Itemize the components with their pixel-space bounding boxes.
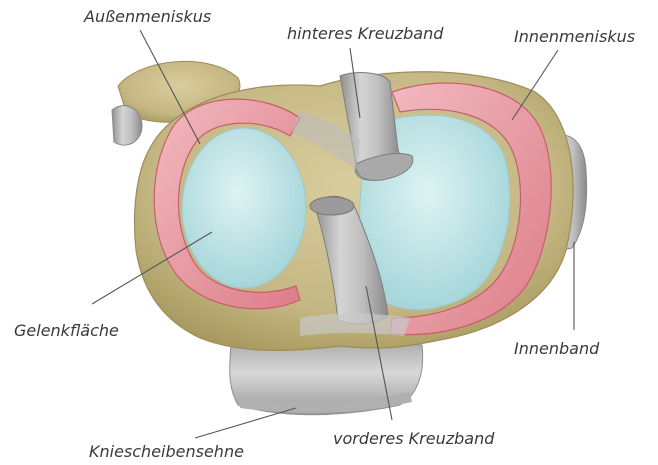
leader-kniescheibensehne bbox=[195, 408, 296, 438]
label-vorderes-kreuzband: vorderes Kreuzband bbox=[333, 431, 494, 447]
lateral-ligament-stub bbox=[112, 106, 142, 145]
acl-stump bbox=[310, 197, 354, 215]
lateral-articular-surface bbox=[182, 128, 306, 288]
label-innenband: Innenband bbox=[514, 341, 599, 357]
label-aussenmeniskus: Außenmeniskus bbox=[84, 9, 211, 25]
acl-base bbox=[300, 314, 410, 337]
label-gelenkflaeche: Gelenkfläche bbox=[14, 323, 119, 339]
label-kniescheibensehne: Kniescheibensehne bbox=[89, 444, 244, 460]
label-hinteres-kreuzband: hinteres Kreuzband bbox=[287, 26, 443, 42]
label-innenmeniskus: Innenmeniskus bbox=[514, 29, 635, 45]
